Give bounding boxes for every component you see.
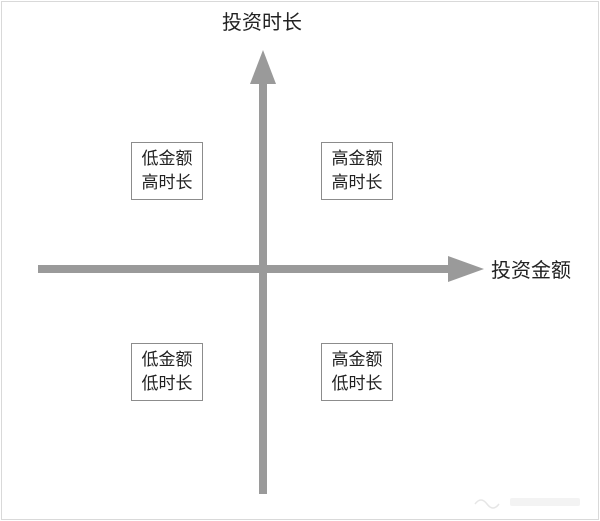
- y-axis-line: [259, 80, 267, 494]
- quadrant-bottom-left: 低金额 低时长: [131, 343, 203, 401]
- x-axis-label: 投资金额: [491, 258, 571, 282]
- x-axis-arrowhead: [448, 256, 484, 282]
- quadrant-bottom-right-line1: 高金额: [331, 350, 383, 370]
- y-axis-label: 投资时长: [222, 10, 302, 34]
- quadrant-bottom-left-line1: 低金额: [141, 350, 193, 370]
- watermark-logo: [474, 498, 580, 509]
- quadrant-top-right-line2: 高时长: [331, 173, 383, 193]
- y-axis-arrowhead: [250, 50, 276, 84]
- quadrant-top-left-line2: 高时长: [141, 173, 193, 193]
- x-axis-line: [38, 265, 456, 273]
- quadrant-top-left-line1: 低金额: [141, 149, 193, 169]
- quadrant-top-left: 低金额 高时长: [131, 142, 203, 200]
- quadrant-top-right-line1: 高金额: [331, 149, 383, 169]
- quadrant-bottom-left-line2: 低时长: [141, 374, 193, 394]
- quadrant-bottom-right: 高金额 低时长: [321, 343, 393, 401]
- quadrant-bottom-right-line2: 低时长: [331, 374, 383, 394]
- quadrant-top-right: 高金额 高时长: [321, 142, 393, 200]
